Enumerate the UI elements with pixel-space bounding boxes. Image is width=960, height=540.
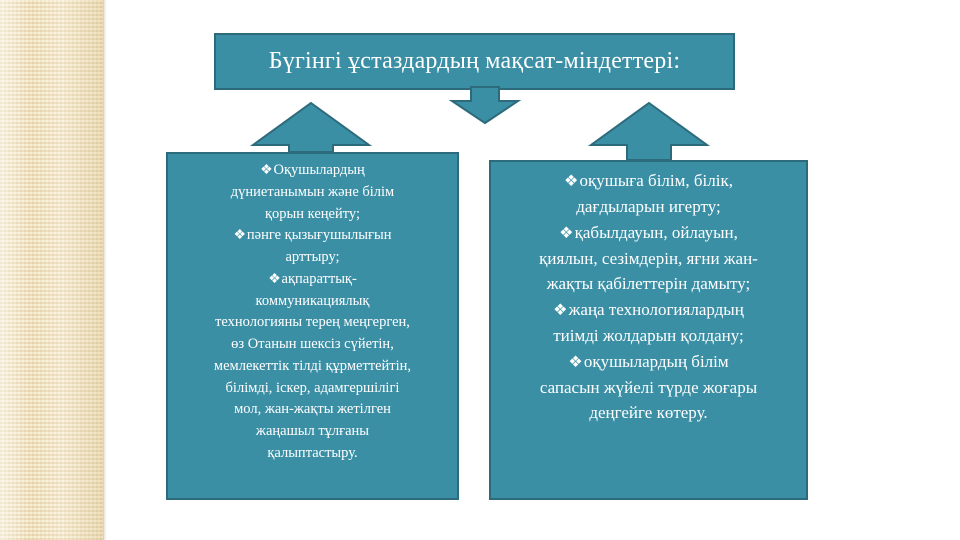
objective-line-text: өз Отанын шексіз сүйетін, [231, 336, 394, 352]
page-title: Бүгінгі ұстаздардың мақсат-міндеттері: [268, 48, 681, 75]
objective-line-text: жаңа технологиялардың [568, 299, 744, 319]
objective-line-text: сапасын жүйелі түрде жоғары [539, 377, 758, 397]
objective-line: өз Отанын шексіз сүйетін, [176, 334, 449, 356]
objective-line-text: пәнге қызығушылығын [246, 227, 392, 244]
objective-line-text: деңгейге көтеру. [589, 403, 708, 423]
objective-line: білімді, іскер, адамгершілігі [176, 378, 449, 400]
objective-line-text: оқушыға білім, білік, [579, 171, 733, 190]
objective-line: дүниетанымын және білім [176, 182, 449, 204]
objective-line-text: Оқушылардың [273, 162, 365, 178]
bullet-diamond-icon: ❖ [559, 224, 574, 242]
title-banner: Бүгінгі ұстаздардың мақсат-міндеттері: [214, 33, 735, 90]
objective-line: сапасын жүйелі түрде жоғары [499, 375, 798, 401]
objective-line: жақты қабілеттерін дамыту; [499, 271, 798, 297]
bullet-diamond-icon: ❖ [233, 227, 246, 243]
objective-line: ❖оқушылардың білім [499, 349, 798, 375]
arrow-down-icon [448, 86, 522, 125]
objective-line-text: технологияны терең меңгерген, [215, 314, 410, 331]
decorative-left-band-edge [103, 0, 107, 540]
objective-line: коммуникациялық [176, 291, 449, 313]
objective-line: қорын кеңейту; [176, 204, 449, 226]
objective-line-text: қалыптастыру. [267, 444, 358, 461]
objectives-right-list: ❖оқушыға білім, білік,дағдыларын игерту;… [499, 168, 798, 426]
objective-line: арттыру; [176, 247, 449, 269]
bullet-diamond-icon: ❖ [568, 353, 583, 371]
objective-line: ❖пәнге қызығушылығын [176, 225, 449, 247]
objective-line-text: жаңашыл тұлғаны [255, 423, 370, 439]
objective-line: технологияны терең меңгерген, [176, 312, 449, 334]
objective-line-text: ақпараттық- [281, 270, 357, 287]
objective-line-text: мол, жан-жақты жетілген [234, 401, 391, 418]
arrow-up-right-icon [587, 101, 711, 161]
objective-line: ❖қабылдауын, ойлауын, [499, 220, 798, 246]
objective-line-text: білімді, іскер, адамгершілігі [225, 379, 400, 396]
objective-line: тиімді жолдарын қолдану; [499, 323, 798, 349]
bullet-diamond-icon: ❖ [268, 270, 281, 286]
objective-line-text: қорын кеңейту; [265, 205, 360, 222]
objective-line-text: қиялын, сезімдерін, яғни жан- [539, 248, 758, 268]
objective-line: қалыптастыру. [176, 443, 449, 465]
objective-line-text: дағдыларын игерту; [576, 197, 721, 217]
objective-line-text: оқушылардың білім [583, 351, 729, 371]
objective-line: қиялын, сезімдерін, яғни жан- [499, 246, 798, 272]
bullet-diamond-icon: ❖ [553, 301, 568, 319]
objective-line-text: коммуникациялық [255, 292, 370, 309]
objective-line-text: тиімді жолдарын қолдану; [553, 326, 744, 346]
objective-line: ❖жаңа технологиялардың [499, 297, 798, 323]
objective-line: жаңашыл тұлғаны [176, 421, 449, 443]
objective-line: ❖Оқушылардың [176, 160, 449, 182]
decorative-left-band [0, 0, 103, 540]
objective-line: ❖оқушыға білім, білік, [499, 168, 798, 194]
objective-line-text: арттыру; [285, 249, 340, 265]
objective-line: ❖ақпараттық- [176, 269, 449, 291]
objective-line-text: қабылдауын, ойлауын, [574, 222, 738, 242]
objective-line-text: жақты қабілеттерін дамыту; [546, 274, 751, 294]
objective-line-text: дүниетанымын және білім [230, 183, 395, 200]
bullet-diamond-icon: ❖ [260, 162, 273, 177]
objective-line: дағдыларын игерту; [499, 194, 798, 220]
objective-line-text: мемлекеттік тілді құрметтейтін, [213, 357, 412, 374]
arrow-up-left-icon [249, 101, 373, 153]
objective-line: деңгейге көтеру. [499, 400, 798, 426]
objectives-box-right: ❖оқушыға білім, білік,дағдыларын игерту;… [489, 160, 808, 500]
objective-line: мол, жан-жақты жетілген [176, 399, 449, 421]
bullet-diamond-icon: ❖ [564, 173, 579, 190]
objective-line: мемлекеттік тілді құрметтейтін, [176, 356, 449, 378]
